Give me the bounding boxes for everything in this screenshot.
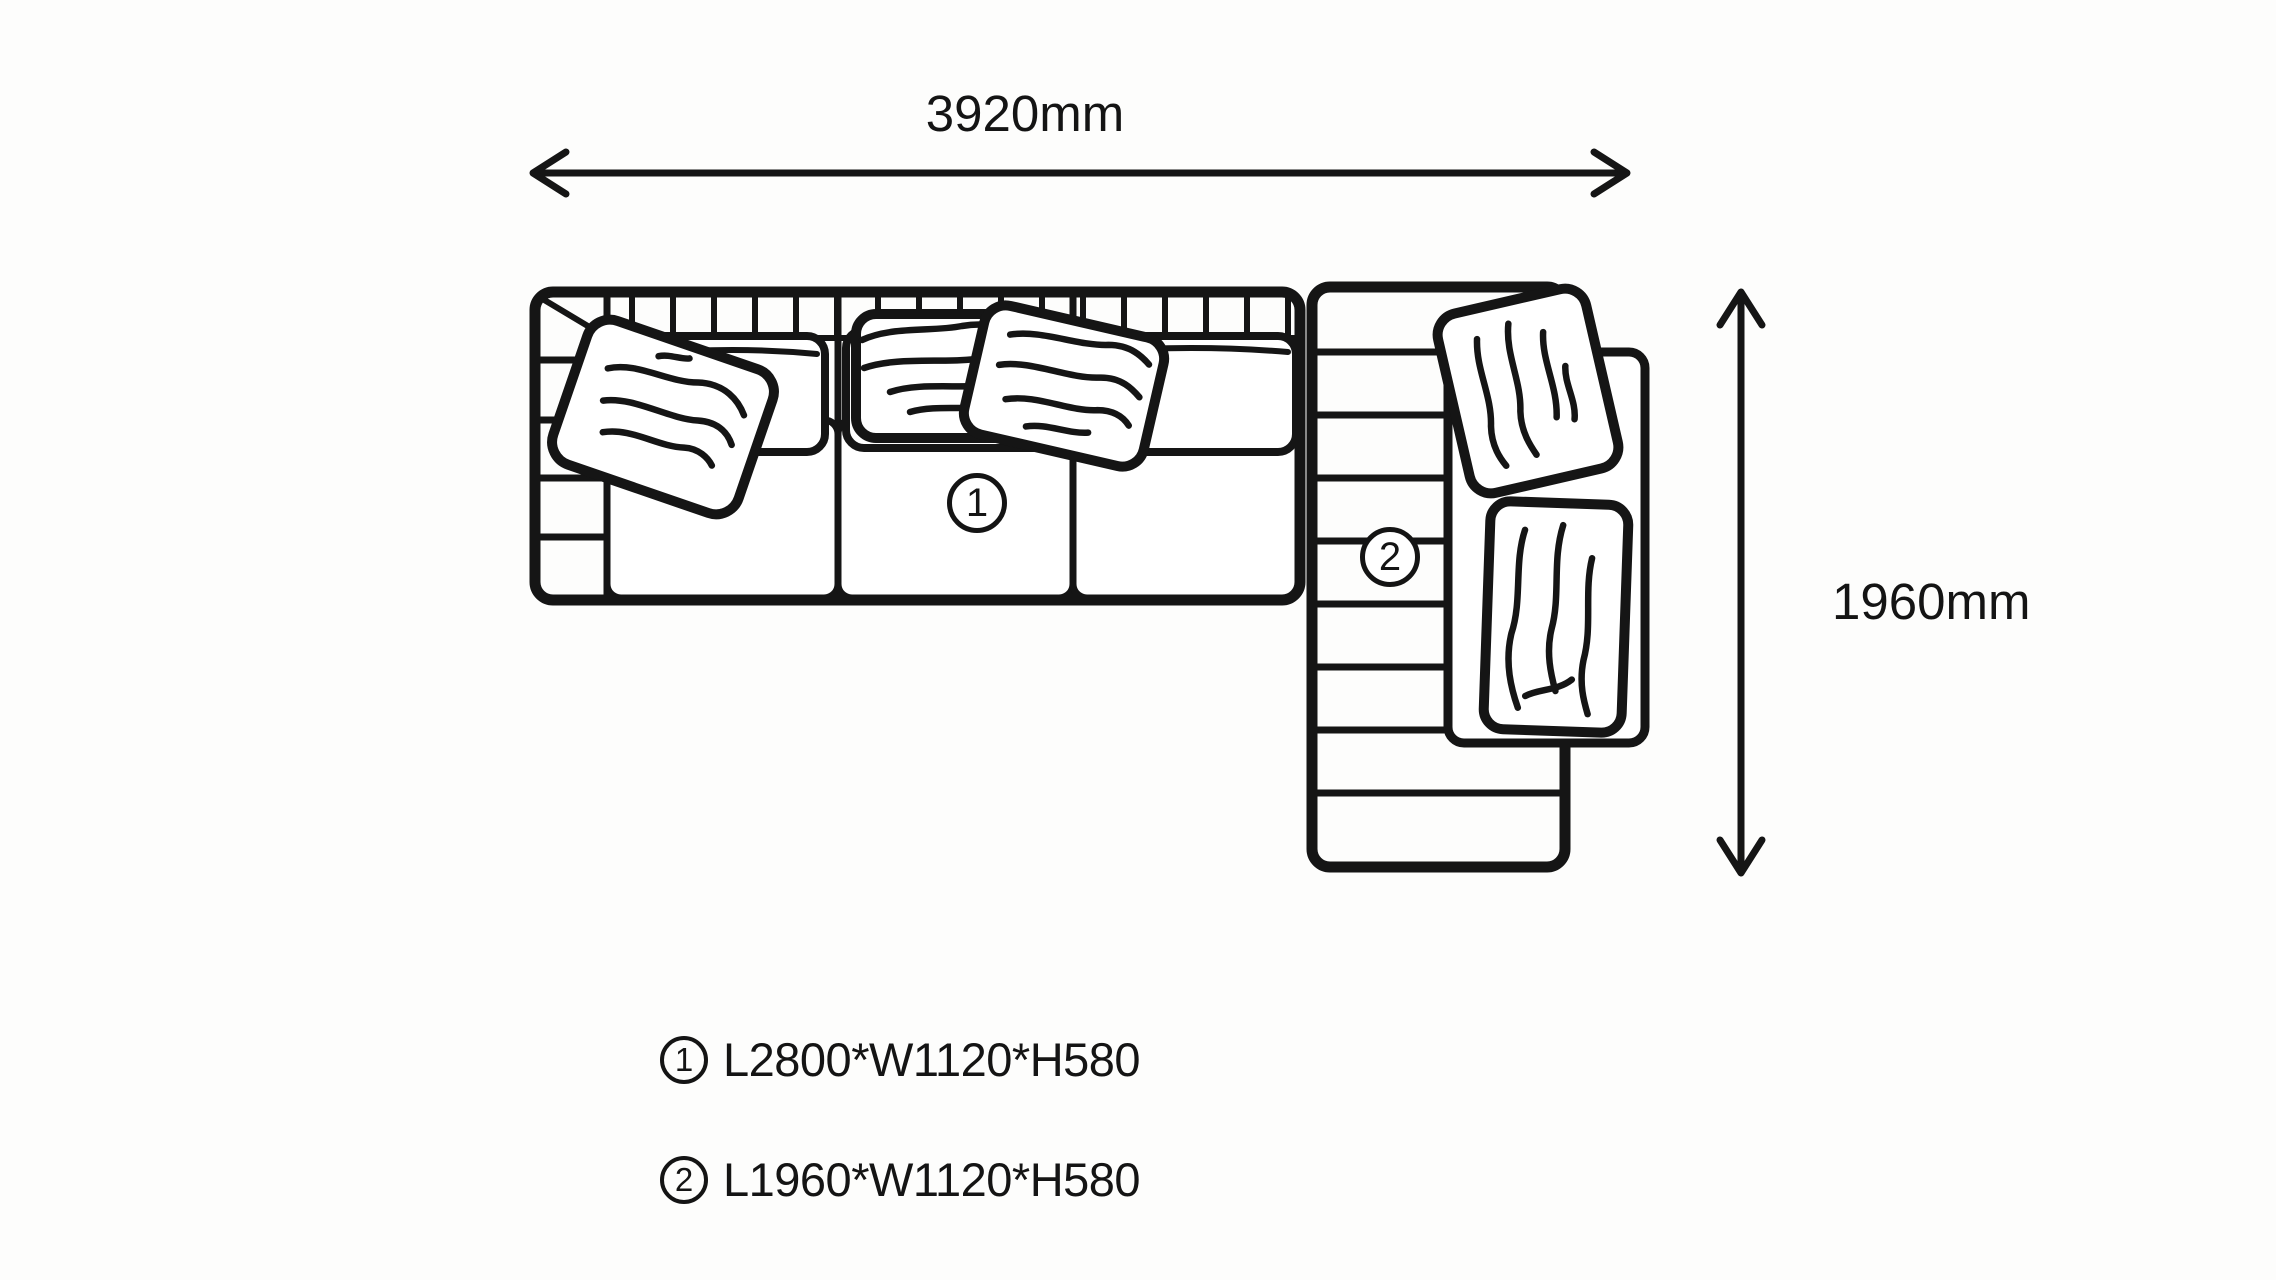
width-dimension-arrow <box>529 148 1631 198</box>
legend-badge-1: 1 <box>660 1035 708 1084</box>
depth-dimension-label: 1960mm <box>1832 573 2031 630</box>
legend-badge-2: 2 <box>660 1155 708 1204</box>
section1-badge: 1 <box>947 473 1007 533</box>
width-dimension-label: 3920mm <box>925 85 1125 142</box>
sofa-section-1 <box>529 286 1306 606</box>
sofa-frame <box>529 286 1306 606</box>
chaise-lower-cushion <box>1478 496 1634 738</box>
legend-spec-1: L2800*W1120*H580 <box>723 1033 1141 1086</box>
legend-spec-2: L1960*W1120*H580 <box>723 1153 1141 1206</box>
legend-item-1: 1 L2800*W1120*H580 <box>660 1032 1141 1087</box>
throw-pillow-chaise <box>1432 283 1624 499</box>
throw-pillow-middle-right <box>958 300 1170 472</box>
depth-dimension-arrow <box>1716 288 1766 877</box>
legend-item-2: 2 L1960*W1120*H580 <box>660 1152 1141 1207</box>
sofa-section-2 <box>1306 281 1650 873</box>
throw-pillow-left <box>547 314 779 520</box>
section2-badge: 2 <box>1360 527 1420 587</box>
